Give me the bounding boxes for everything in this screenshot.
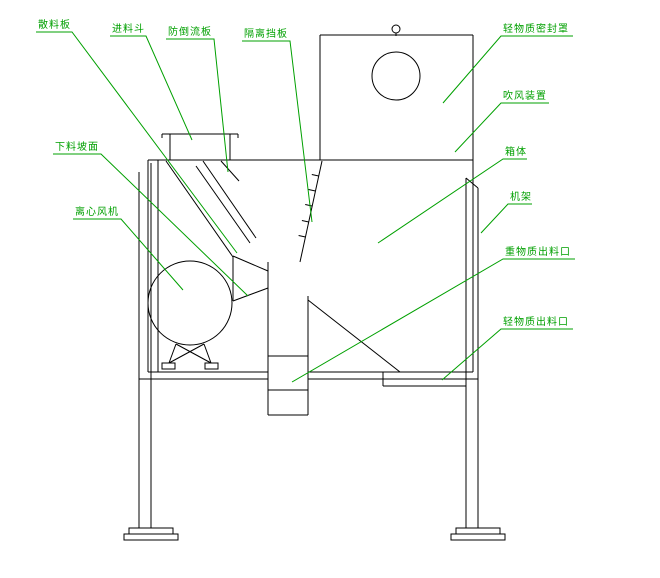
cover-inspection-port [371,51,421,101]
fan-brace-2 [168,343,205,364]
leader-frame [480,203,532,234]
fan-leg-right [203,343,212,364]
scatter-plate-line1 [195,165,251,244]
label-scatter-plate: 散料板 [38,18,71,31]
box-body-structure [147,159,474,373]
internal-plates [165,160,323,263]
leader-backflow-plate [166,38,229,173]
leader-blower-device [454,102,549,153]
frame-left-foot-base [123,533,179,541]
baffle-tick-2 [308,189,316,192]
label-discharge-slope: 下料坡面 [55,140,99,153]
feed-hopper-structure [161,133,239,160]
fan-nozzle-top [232,255,269,272]
label-box-body: 箱体 [505,145,527,158]
light-outlet-structure [382,372,466,387]
backflow-plate-line [220,160,240,182]
frame-right-foot-base [450,533,506,541]
label-centrifugal-fan: 离心风机 [75,205,119,218]
fan-nozzle-bottom [232,287,269,302]
discharge-slope-plate [165,160,234,258]
leader-centrifugal-fan [73,218,184,291]
leader-light-seal-cover [442,35,573,104]
label-backflow-plate: 防倒流板 [168,25,212,38]
leader-light-outlet [441,328,573,381]
scatter-plate-line2 [202,160,257,239]
label-feed-hopper: 进料斗 [112,22,145,35]
baffle-tick-3 [305,204,313,207]
labels: 散料板 进料斗 防倒流板 隔离挡板 轻物质密封罩 吹风装置 箱体 机架 重物质出… [38,18,571,328]
fan-leg-left [168,343,177,364]
heavy-outlet-structure [267,262,401,416]
baffle-tick-4 [301,220,309,223]
lifting-hook [391,24,401,34]
label-light-outlet: 轻物质出料口 [503,315,569,328]
baffle-tick-1 [311,174,319,177]
label-light-seal-cover: 轻物质密封罩 [503,22,569,35]
frame-right-leg-chamfer [465,177,479,189]
label-frame: 机架 [510,190,532,203]
label-heavy-outlet: 重物质出料口 [505,245,571,258]
fan-foot-left [161,362,176,370]
leader-discharge-slope [53,153,249,297]
fan-housing [147,260,233,346]
leader-lines [36,31,575,383]
leader-box-body [377,158,527,244]
leader-isolation-baffle [242,40,313,223]
leader-scatter-plate [36,31,238,254]
frame-left-foot-pad [128,527,174,535]
baffle-tick-5 [298,235,306,238]
fan-brace-1 [175,343,212,364]
label-blower-device: 吹风装置 [503,89,547,102]
leader-feed-hopper [110,35,193,141]
light-seal-cover-structure [319,24,474,160]
centrifugal-fan-structure [147,255,269,370]
frame-structure [123,163,506,541]
fan-foot-right [204,362,219,370]
label-isolation-baffle: 隔离挡板 [244,27,288,40]
heavy-material-slope [307,299,401,373]
leader-heavy-outlet [291,258,575,383]
frame-right-foot-pad [455,527,501,535]
